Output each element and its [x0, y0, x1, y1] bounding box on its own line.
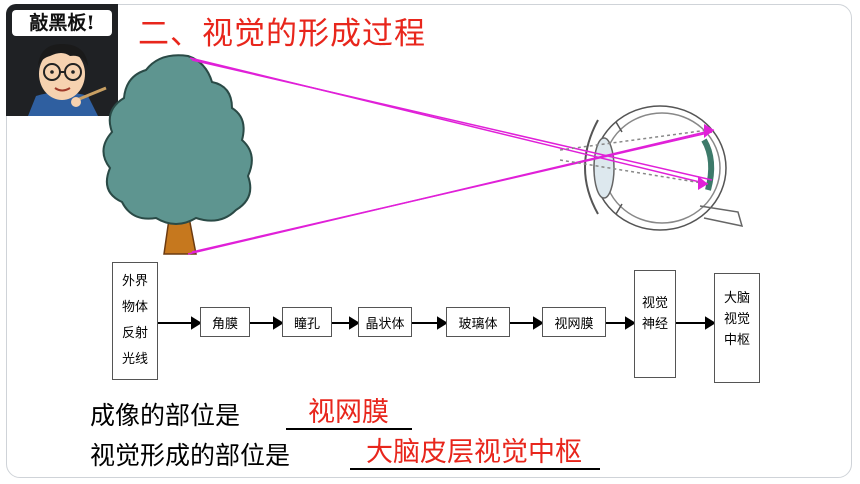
flow-box-optic-nerve: 视觉 神经 [634, 270, 676, 378]
flow-source-line: 反射 [121, 326, 148, 341]
flow-nerve-line: 神经 [641, 317, 668, 332]
flow-arrows [158, 316, 716, 330]
light-rays [187, 57, 715, 255]
flow-box-pupil: 瞳孔 [282, 307, 332, 337]
answer-vision: 大脑皮层视觉中枢 [366, 437, 582, 468]
flow-source-line: 外界 [121, 274, 148, 289]
flow-box-visual-center: 大脑 视觉 中枢 [714, 273, 760, 383]
question-vision-label: 视觉形成的部位是 [90, 441, 291, 470]
answer-blank-imaging [286, 428, 412, 430]
flow-box-cornea: 角膜 [200, 307, 250, 337]
flow-center-line: 大脑 [723, 291, 750, 306]
slide-border [6, 4, 852, 478]
answer-imaging: 视网膜 [308, 397, 389, 428]
flow-center-line: 中枢 [723, 333, 750, 348]
logo-badge: 敲黑板! [6, 4, 118, 116]
flow-center-line: 视觉 [723, 312, 750, 327]
flow-box-lens: 晶状体 [358, 307, 412, 337]
tree-illustration [102, 54, 253, 255]
teacher-cartoon-icon [28, 44, 107, 116]
flow-nerve-line: 视觉 [641, 296, 668, 311]
flow-box-source: 外界 物体 反射 光线 [112, 262, 158, 380]
flow-source-line: 光线 [121, 352, 148, 367]
answer-blank-vision [350, 468, 600, 470]
tree-crown [102, 54, 253, 225]
question-imaging-label: 成像的部位是 [90, 401, 241, 430]
slide-title: 二、视觉的形成过程 [138, 16, 426, 52]
flow-source-line: 物体 [121, 300, 148, 315]
logo-text: 敲黑板! [12, 10, 112, 36]
flow-box-vitreous: 玻璃体 [446, 307, 510, 337]
flow-box-retina: 视网膜 [542, 307, 606, 337]
